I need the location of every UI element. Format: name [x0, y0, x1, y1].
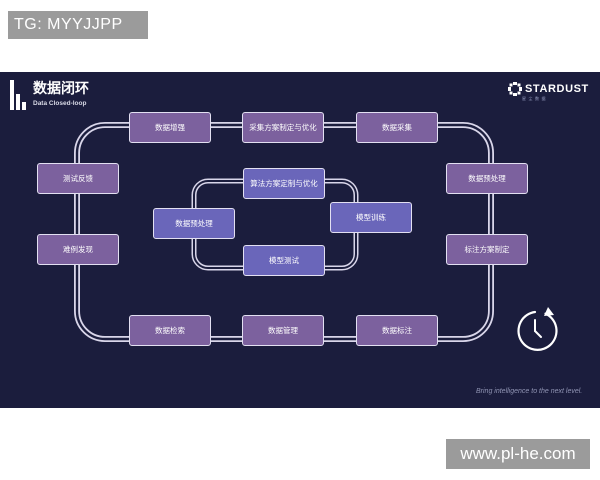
node-data-management: 数据管理	[242, 315, 324, 346]
diagram-subtitle: Data Closed-loop	[33, 100, 87, 107]
logo-subtitle: 星尘数据	[522, 96, 548, 101]
stardust-logo-icon	[508, 82, 522, 96]
watermark-top: TG: MYYJJPP	[8, 11, 148, 39]
bar-logo-icon	[10, 80, 26, 110]
slide: 数据闭环 Data Closed-loop STARDUST 星尘数据 数据增强…	[0, 72, 600, 408]
outer-track	[74, 122, 494, 342]
node-collection-plan: 采集方案制定与优化	[242, 112, 324, 143]
node-data-annotation: 数据标注	[356, 315, 438, 346]
node-test-feedback: 测试反馈	[37, 163, 119, 194]
node-model-testing: 模型测试	[243, 245, 325, 276]
node-data-augmentation: 数据增强	[129, 112, 211, 143]
logo-name: STARDUST	[525, 83, 589, 95]
node-annotation-plan: 标注方案制定	[446, 234, 528, 265]
node-data-retrieval: 数据检索	[129, 315, 211, 346]
watermark-bottom: www.pl-he.com	[446, 439, 590, 469]
diagram-title: 数据闭环	[33, 81, 89, 97]
node-algorithm-plan: 算法方案定制与优化	[243, 168, 325, 199]
refresh-clock-icon	[517, 307, 558, 351]
node-data-collection: 数据采集	[356, 112, 438, 143]
node-hard-case-discovery: 难例发现	[37, 234, 119, 265]
node-data-preprocessing: 数据预处理	[446, 163, 528, 194]
node-inner-preprocessing: 数据预处理	[153, 208, 235, 239]
stardust-logo: STARDUST	[508, 82, 589, 96]
tagline: Bring intelligence to the next level.	[476, 388, 583, 395]
node-model-training: 模型训练	[330, 202, 412, 233]
